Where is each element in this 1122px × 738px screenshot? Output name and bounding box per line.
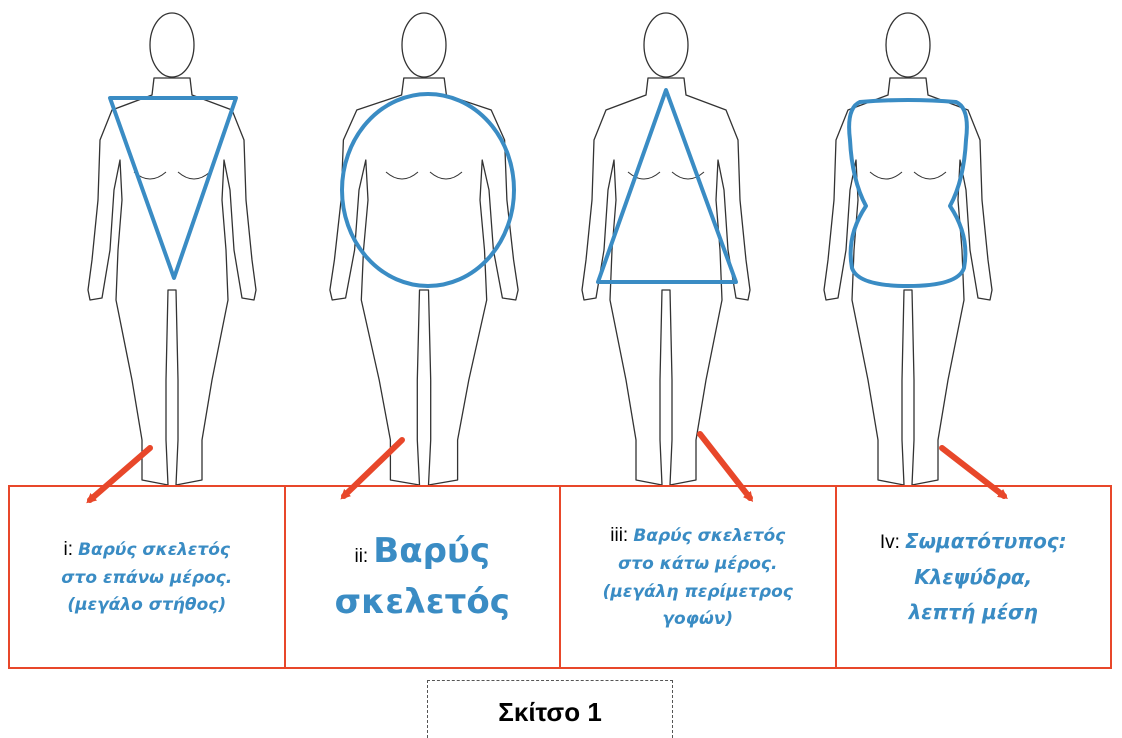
chest-line xyxy=(914,172,946,179)
label-line: Σωματότυπος: xyxy=(905,529,1067,553)
label-prefix: ii: xyxy=(354,546,368,567)
chest-line xyxy=(430,172,462,179)
hourglass-shape xyxy=(849,100,967,286)
label-line: (μεγάλη περίμετρος xyxy=(603,582,793,602)
body-outline xyxy=(330,78,518,485)
label-box-ii: ii: Βαρύς σκελετός xyxy=(286,487,562,667)
label-box-iv: Iv: Σωματότυπος: Κλεψύδρα, λεπτή μέση xyxy=(837,487,1111,667)
label-line: στο επάνω μέρος. xyxy=(61,568,232,588)
label-line: Βαρύς σκελετός xyxy=(633,526,785,546)
head-outline xyxy=(402,13,446,77)
chest-line xyxy=(870,172,902,179)
label-line: γοφών) xyxy=(662,609,733,629)
label-line: (μεγάλο στήθος) xyxy=(67,595,226,615)
head-outline xyxy=(886,13,930,77)
label-prefix: iii: xyxy=(610,525,628,546)
label-line: Βαρύς xyxy=(373,531,490,571)
label-line: στο κάτω μέρος. xyxy=(618,554,777,574)
chest-line xyxy=(178,172,210,179)
label-prefix: Iv: xyxy=(880,532,900,553)
label-line: σκελετός xyxy=(335,582,510,622)
labels-row: i: Βαρύς σκελετός στο επάνω μέρος. (μεγά… xyxy=(8,485,1112,669)
label-prefix: i: xyxy=(64,539,74,560)
chest-line xyxy=(386,172,418,179)
inverted-triangle-shape xyxy=(110,98,236,278)
triangle-shape xyxy=(598,90,736,282)
label-line: Βαρύς σκελετός xyxy=(78,540,230,560)
label-box-i: i: Βαρύς σκελετός στο επάνω μέρος. (μεγά… xyxy=(10,487,286,667)
head-outline xyxy=(150,13,194,77)
body-outline xyxy=(88,78,256,485)
label-line: λεπτή μέση xyxy=(909,600,1038,624)
label-line: Κλεψύδρα, xyxy=(914,565,1032,589)
label-box-iii: iii: Βαρύς σκελετός στο κάτω μέρος. (μεγ… xyxy=(561,487,837,667)
body-figure xyxy=(88,13,256,485)
head-outline xyxy=(644,13,688,77)
figure-caption: Σκίτσο 1 xyxy=(427,680,673,738)
